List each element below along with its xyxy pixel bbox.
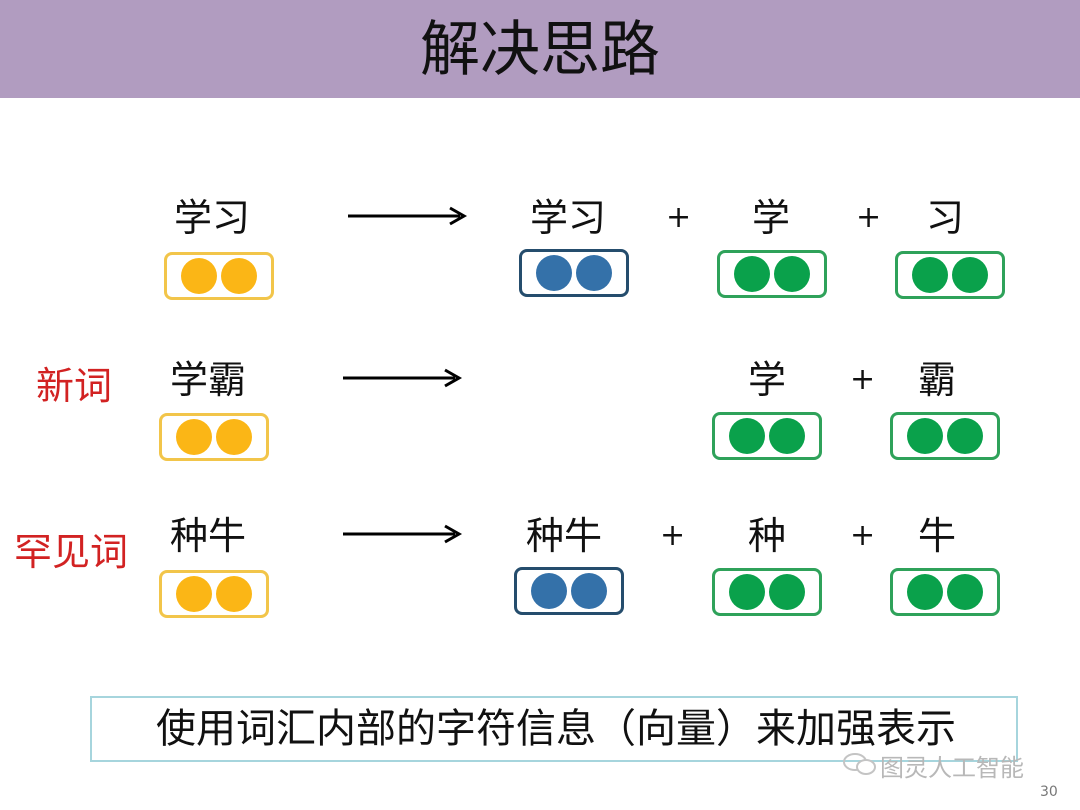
row1-plus-2: +	[856, 200, 882, 235]
embedding-dot	[947, 574, 983, 610]
embedding-dot	[769, 574, 805, 610]
embedding-dot	[216, 419, 252, 455]
row2-word: 学霸	[170, 358, 247, 402]
row3-word-vector-box	[514, 567, 624, 615]
row3-char-vector-box-1	[712, 568, 822, 616]
embedding-dot	[221, 258, 257, 294]
page-number: 30	[1040, 784, 1058, 800]
embedding-dot	[769, 418, 805, 454]
row1-char-vector-box-2	[895, 251, 1005, 299]
caption-box: 使用词汇内部的字符信息（向量）来加强表示	[90, 696, 1018, 762]
row1-word-embedding-box	[164, 252, 274, 300]
row1-plus-1: +	[666, 200, 692, 235]
embedding-dot	[729, 574, 765, 610]
row3-part-word: 种牛	[526, 514, 603, 558]
row1-word: 学习	[174, 196, 251, 240]
row2-char-vector-box-1	[712, 412, 822, 460]
row2-word-embedding-box	[159, 413, 269, 461]
embedding-dot	[912, 257, 948, 293]
row3-arrow-icon	[343, 524, 463, 544]
embedding-dot	[734, 256, 770, 292]
row3-char-vector-box-2	[890, 568, 1000, 616]
embedding-dot	[531, 573, 567, 609]
row3-word: 种牛	[170, 514, 247, 558]
row1-part-char-2: 习	[926, 196, 965, 240]
row3-part-char-1: 种	[748, 514, 787, 558]
row2-char-vector-box-2	[890, 412, 1000, 460]
row2-arrow-icon	[343, 368, 463, 388]
watermark-text: 图灵人工智能	[880, 754, 1024, 782]
row1-arrow-icon	[348, 206, 468, 226]
embedding-dot	[576, 255, 612, 291]
row2-plus: +	[850, 362, 876, 397]
row2-part-char-2: 霸	[918, 358, 957, 402]
row1-part-word: 学习	[530, 196, 607, 240]
row3-plus-2: +	[850, 518, 876, 553]
slide-title: 解决思路	[420, 15, 660, 85]
embedding-dot	[181, 258, 217, 294]
wechat-icon	[843, 753, 876, 775]
embedding-dot	[729, 418, 765, 454]
embedding-dot	[947, 418, 983, 454]
embedding-dot	[536, 255, 572, 291]
row2-label: 新词	[36, 364, 113, 408]
embedding-dot	[571, 573, 607, 609]
embedding-dot	[907, 574, 943, 610]
row3-plus-1: +	[660, 518, 686, 553]
row3-word-embedding-box	[159, 570, 269, 618]
row2-part-char-1: 学	[748, 358, 787, 402]
embedding-dot	[774, 256, 810, 292]
row1-word-vector-box	[519, 249, 629, 297]
embedding-dot	[907, 418, 943, 454]
embedding-dot	[952, 257, 988, 293]
embedding-dot	[216, 576, 252, 612]
row1-part-char-1: 学	[752, 196, 791, 240]
embedding-dot	[176, 419, 212, 455]
row3-part-char-2: 牛	[918, 514, 957, 558]
caption-text: 使用词汇内部的字符信息（向量）来加强表示	[156, 706, 956, 752]
title-bar	[0, 0, 1080, 98]
row1-char-vector-box-1	[717, 250, 827, 298]
embedding-dot	[176, 576, 212, 612]
row3-label: 罕见词	[14, 530, 129, 574]
